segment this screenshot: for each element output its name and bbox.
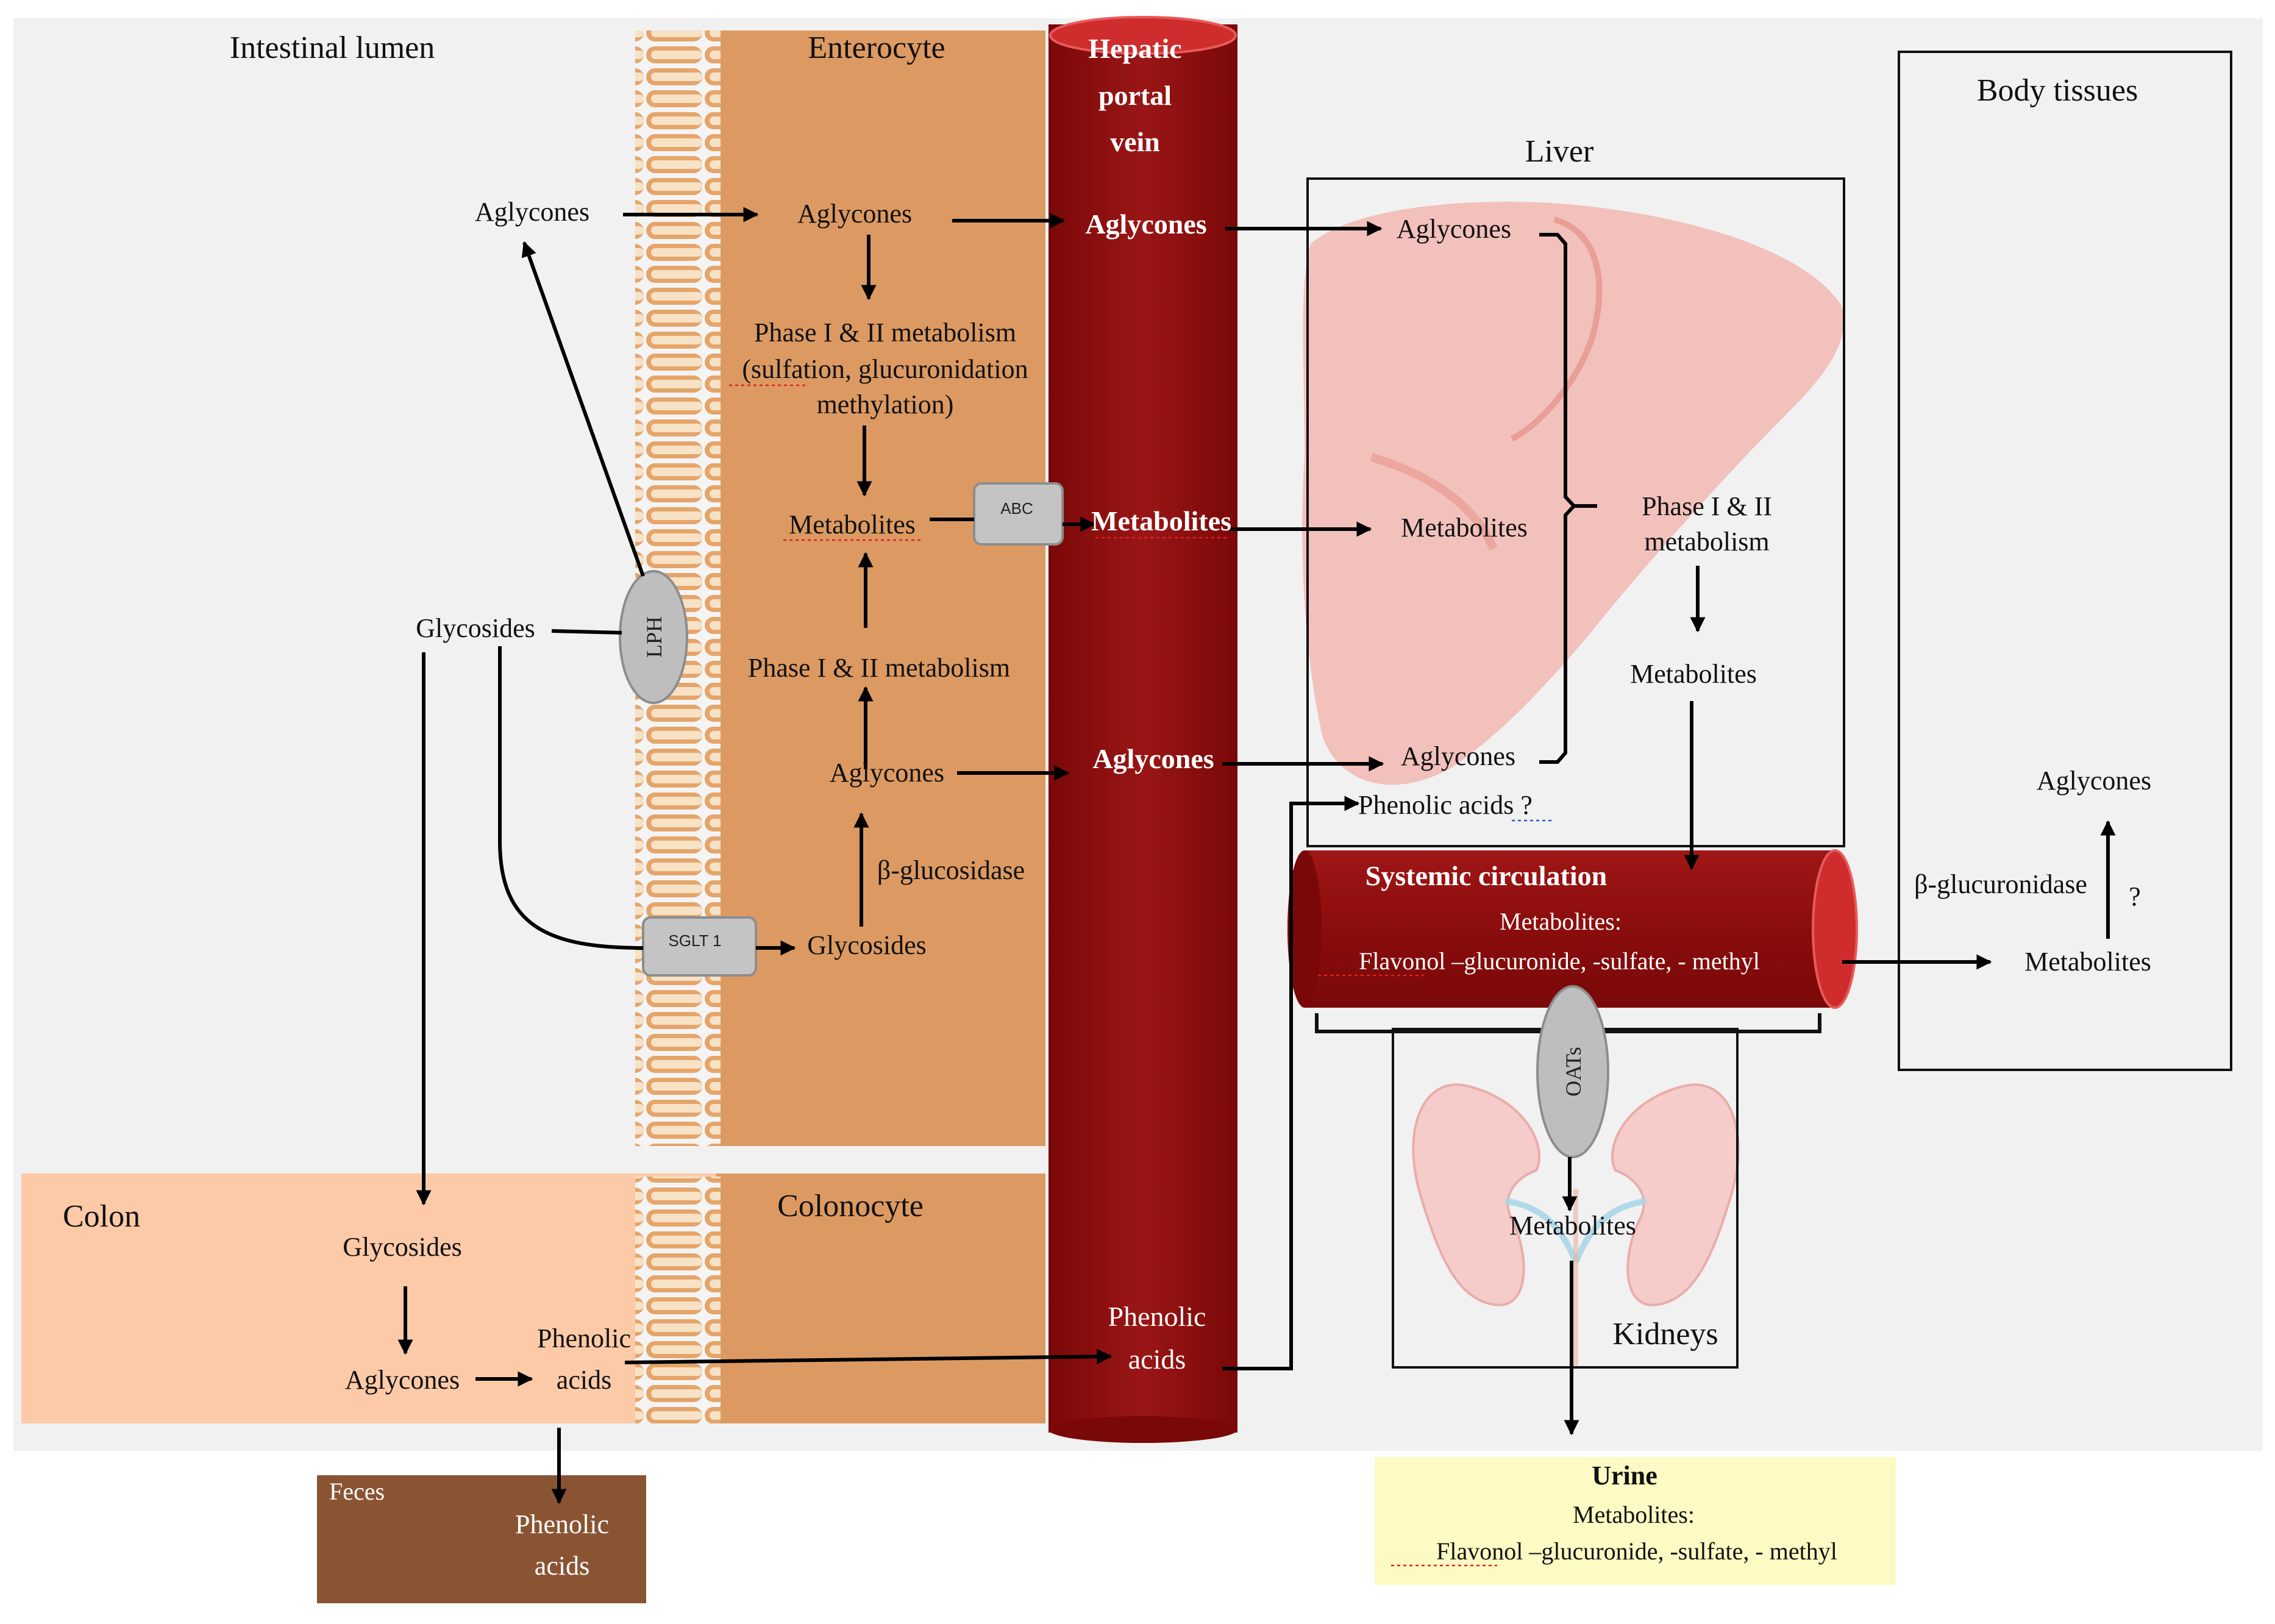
tissues-metabolites: Metabolites <box>2024 947 2151 977</box>
urine-metabolites-detail: Flavonol –glucuronide, -sulfate, - methy… <box>1436 1537 1837 1565</box>
arrow-glycosides-to-lph <box>551 629 622 635</box>
systemic-circulation-title: Systemic circulation <box>1365 860 1607 891</box>
vein-aglycones-lower: Aglycones <box>1092 743 1214 774</box>
kidneys-title: Kidneys <box>1612 1317 1718 1352</box>
vein-metabolites: Metabolites <box>1091 505 1231 536</box>
liver-metabolites-out: Metabolites <box>1630 659 1757 689</box>
liver-bracket <box>1539 233 1597 764</box>
colon-phenolic-acids-line2: acids <box>557 1365 611 1395</box>
enterocyte-aglycones-lower: Aglycones <box>830 758 944 788</box>
enterocyte-title: Enterocyte <box>808 30 945 65</box>
abc-label: ABC <box>1000 499 1033 518</box>
liver-phenolic-acids: Phenolic acids ? <box>1358 790 1533 820</box>
arrow-lph-to-aglycones <box>521 241 645 577</box>
beta-glucosidase-label: β-glucosidase <box>877 855 1025 885</box>
enterocyte-phase-metabolism-line2: (sulfation, glucuronidation <box>742 354 1028 384</box>
pathway-arrows <box>397 207 2116 1505</box>
tissues-question-mark: ? <box>2129 881 2141 911</box>
hepatic-portal-vein-title-line1: Hepatic <box>1088 33 1181 64</box>
colon-title: Colon <box>63 1199 140 1234</box>
tissues-aglycones: Aglycones <box>2037 766 2151 796</box>
vein-phenolic-acids-line2: acids <box>1128 1344 1186 1375</box>
liver-organ-illustration <box>1302 201 1844 785</box>
sglt1-transporter: SGLT 1 <box>642 916 757 977</box>
urine-box <box>1375 1457 1896 1585</box>
colonocyte-title: Colonocyte <box>777 1189 924 1223</box>
arrow-vein-to-liver-phenolic <box>1222 796 1360 1370</box>
spellcheck-underlines <box>729 384 1551 1567</box>
colon-aglycones: Aglycones <box>345 1365 460 1395</box>
arrow-glycosides-to-sglt1 <box>498 646 644 950</box>
lumen-glycosides: Glycosides <box>416 613 535 643</box>
enterocyte-aglycones-top: Aglycones <box>797 199 912 229</box>
enterocyte-colon-gap <box>635 1146 1050 1173</box>
intestinal-lumen-title: Intestinal lumen <box>230 30 435 65</box>
feces-box <box>317 1475 646 1603</box>
systemic-metabolites-detail: Flavonol –glucuronide, -sulfate, - methy… <box>1359 947 1760 975</box>
feces-title: Feces <box>329 1478 385 1505</box>
abc-transporter: ABC <box>973 482 1064 546</box>
kidney-metabolites: Metabolites <box>1509 1211 1636 1241</box>
lph-transporter: LPH <box>619 570 688 704</box>
enterocyte-region <box>716 30 1045 1146</box>
arrow-colon-to-vein-phenolic <box>624 1348 1113 1364</box>
vein-aglycones-top: Aglycones <box>1085 208 1206 240</box>
urine-title: Urine <box>1592 1461 1657 1490</box>
enterocyte-phase-metabolism-lower: Phase I & II metabolism <box>748 653 1010 683</box>
enterocyte-phase-metabolism-line3: methylation) <box>817 390 954 419</box>
enterocyte-phase-metabolism-line1: Phase I & II metabolism <box>754 318 1016 347</box>
lumen-aglycones: Aglycones <box>475 197 589 227</box>
colon-glycosides: Glycosides <box>343 1232 462 1262</box>
body-tissues-box <box>1898 51 2232 1071</box>
hepatic-portal-vein <box>1048 16 1237 1443</box>
sglt1-label: SGLT 1 <box>668 931 721 950</box>
liver-title: Liver <box>1525 134 1594 169</box>
lph-label: LPH <box>642 616 666 658</box>
urine-metabolites-label: Metabolites: <box>1573 1501 1695 1528</box>
colonocyte-region <box>716 1173 1045 1423</box>
liver-metabolites-in: Metabolites <box>1401 513 1528 543</box>
systemic-circulation-vessel <box>1287 849 1858 1009</box>
enterocyte-glycosides: Glycosides <box>807 930 927 960</box>
body-tissues-title: Body tissues <box>1977 73 2138 108</box>
colon-villi <box>635 1177 721 1423</box>
liver-aglycones-top: Aglycones <box>1397 214 1511 244</box>
liver-box <box>1306 177 1845 847</box>
systemic-metabolites-label: Metabolites: <box>1500 908 1622 935</box>
liver-phase-metabolism-line2: metabolism <box>1644 527 1769 557</box>
vein-phenolic-acids-line1: Phenolic <box>1108 1301 1206 1332</box>
liver-aglycones-lower: Aglycones <box>1401 741 1515 771</box>
hepatic-portal-vein-title-line3: vein <box>1110 126 1160 157</box>
hepatic-portal-vein-title-line2: portal <box>1098 80 1172 111</box>
colon-phenolic-acids-line1: Phenolic <box>537 1323 631 1353</box>
liver-phase-metabolism-line1: Phase I & II <box>1642 491 1772 521</box>
feces-phenolic-acids-line2: acids <box>535 1551 589 1581</box>
feces-phenolic-acids-line1: Phenolic <box>515 1509 609 1539</box>
beta-glucuronidase-label: β-glucuronidase <box>1914 869 2087 899</box>
oats-transporter: OATs <box>1536 985 1609 1158</box>
enterocyte-metabolites: Metabolites <box>789 510 916 540</box>
oats-label: OATs <box>1561 1047 1586 1097</box>
kidneys-illustration <box>1412 1083 1740 1366</box>
